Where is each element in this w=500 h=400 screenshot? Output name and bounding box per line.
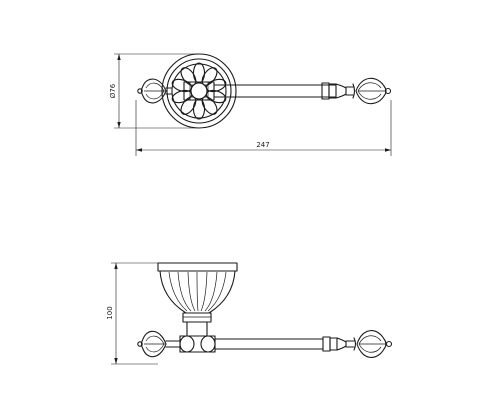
knuckle-right bbox=[200, 335, 216, 353]
side-right-finial bbox=[353, 330, 393, 358]
hub-block bbox=[183, 81, 215, 101]
rosette-petals bbox=[171, 62, 227, 120]
top-left-finial bbox=[137, 78, 173, 104]
rosette-inner-ring bbox=[166, 58, 232, 124]
side-left-finial bbox=[137, 330, 181, 358]
height-dimension bbox=[111, 262, 158, 365]
side-bar bbox=[214, 336, 355, 352]
length-dimension bbox=[135, 100, 392, 156]
top-bar bbox=[213, 82, 354, 100]
height-label: 100 bbox=[106, 306, 114, 319]
top-right-finial bbox=[352, 77, 392, 105]
rosette-center bbox=[190, 82, 208, 100]
diameter-label: Ø76 bbox=[109, 83, 117, 98]
stem bbox=[186, 321, 208, 337]
top-view: Ø76 247 bbox=[109, 53, 392, 156]
rosette-core-ring bbox=[171, 63, 227, 119]
length-label: 247 bbox=[256, 141, 269, 149]
knuckle-left bbox=[179, 335, 195, 353]
cup-flutes bbox=[168, 271, 227, 312]
side-view: 100 bbox=[106, 262, 393, 365]
cup-base bbox=[182, 312, 212, 323]
diameter-dimension bbox=[114, 53, 198, 129]
rosette-outer-ring bbox=[161, 53, 237, 129]
cup-rim bbox=[157, 262, 238, 272]
